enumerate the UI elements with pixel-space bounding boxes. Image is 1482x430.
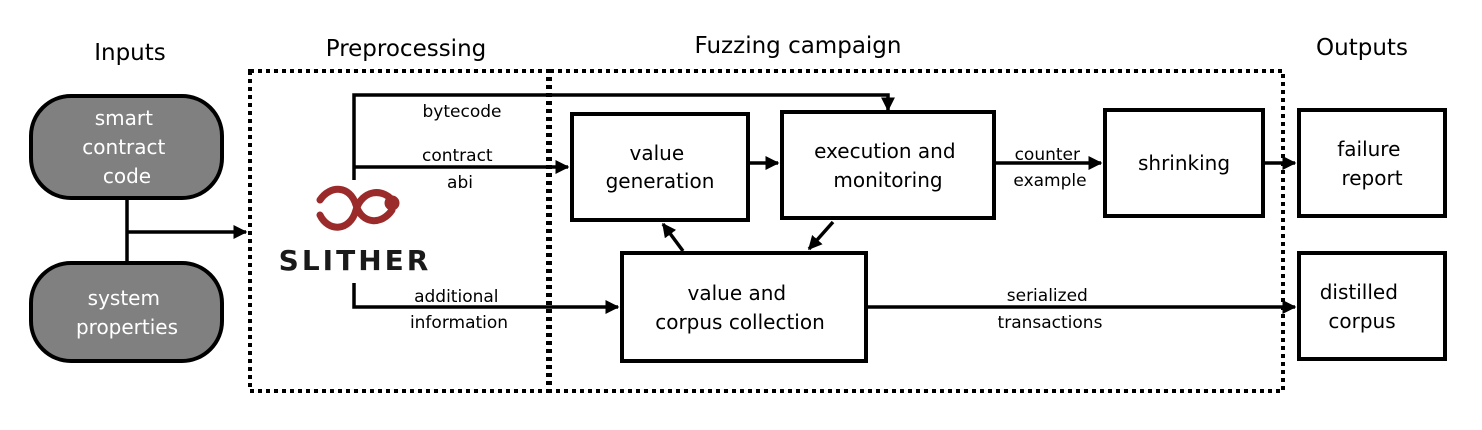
serialized-transactions-label: serialized transactions xyxy=(998,286,1103,333)
distilled-corpus-label: distilled corpus xyxy=(1320,280,1405,333)
distilled-corpus-node xyxy=(1297,251,1447,361)
slither-logo: SLITHER xyxy=(279,185,432,277)
execution-monitoring-label: execution and monitoring xyxy=(814,139,962,192)
value-corpus-collection-node xyxy=(620,251,868,363)
section-title-inputs: Inputs xyxy=(94,40,166,66)
fuzzing-campaign-region xyxy=(548,69,1285,393)
additional-information-label: additional information xyxy=(410,287,508,333)
preprocessing-region xyxy=(248,69,550,393)
system-properties-input xyxy=(29,261,224,363)
collection-to-generation-arrow xyxy=(661,222,685,253)
bytecode-label: bytecode xyxy=(423,102,502,122)
bytecode-arrow xyxy=(352,93,895,180)
failure-report-node xyxy=(1297,108,1447,218)
system-properties-label: system properties xyxy=(76,286,178,339)
contract-abi-label: contract abi xyxy=(422,146,498,193)
section-title-outputs: Outputs xyxy=(1316,35,1408,61)
smart-contract-code-label: smart contract code xyxy=(82,106,171,188)
shrinking-node xyxy=(1103,108,1265,218)
smart-contract-code-input xyxy=(29,94,224,200)
counter-example-label: counter example xyxy=(1013,145,1086,191)
section-title-fuzzing-campaign: Fuzzing campaign xyxy=(695,33,902,59)
section-title-preprocessing: Preprocessing xyxy=(326,36,487,62)
slither-logo-text: SLITHER xyxy=(279,244,432,277)
shrinking-label: shrinking xyxy=(1138,151,1230,175)
execution-monitoring-node xyxy=(780,110,996,220)
execution-to-collection-arrow xyxy=(807,220,835,251)
value-generation-label: value generation xyxy=(606,141,715,193)
value-corpus-collection-label: value and corpus collection xyxy=(655,281,825,334)
value-generation-node xyxy=(570,112,750,222)
additional-information-arrow xyxy=(352,283,620,314)
failure-report-label: failure report xyxy=(1337,137,1407,190)
slither-snake-icon xyxy=(316,185,400,231)
